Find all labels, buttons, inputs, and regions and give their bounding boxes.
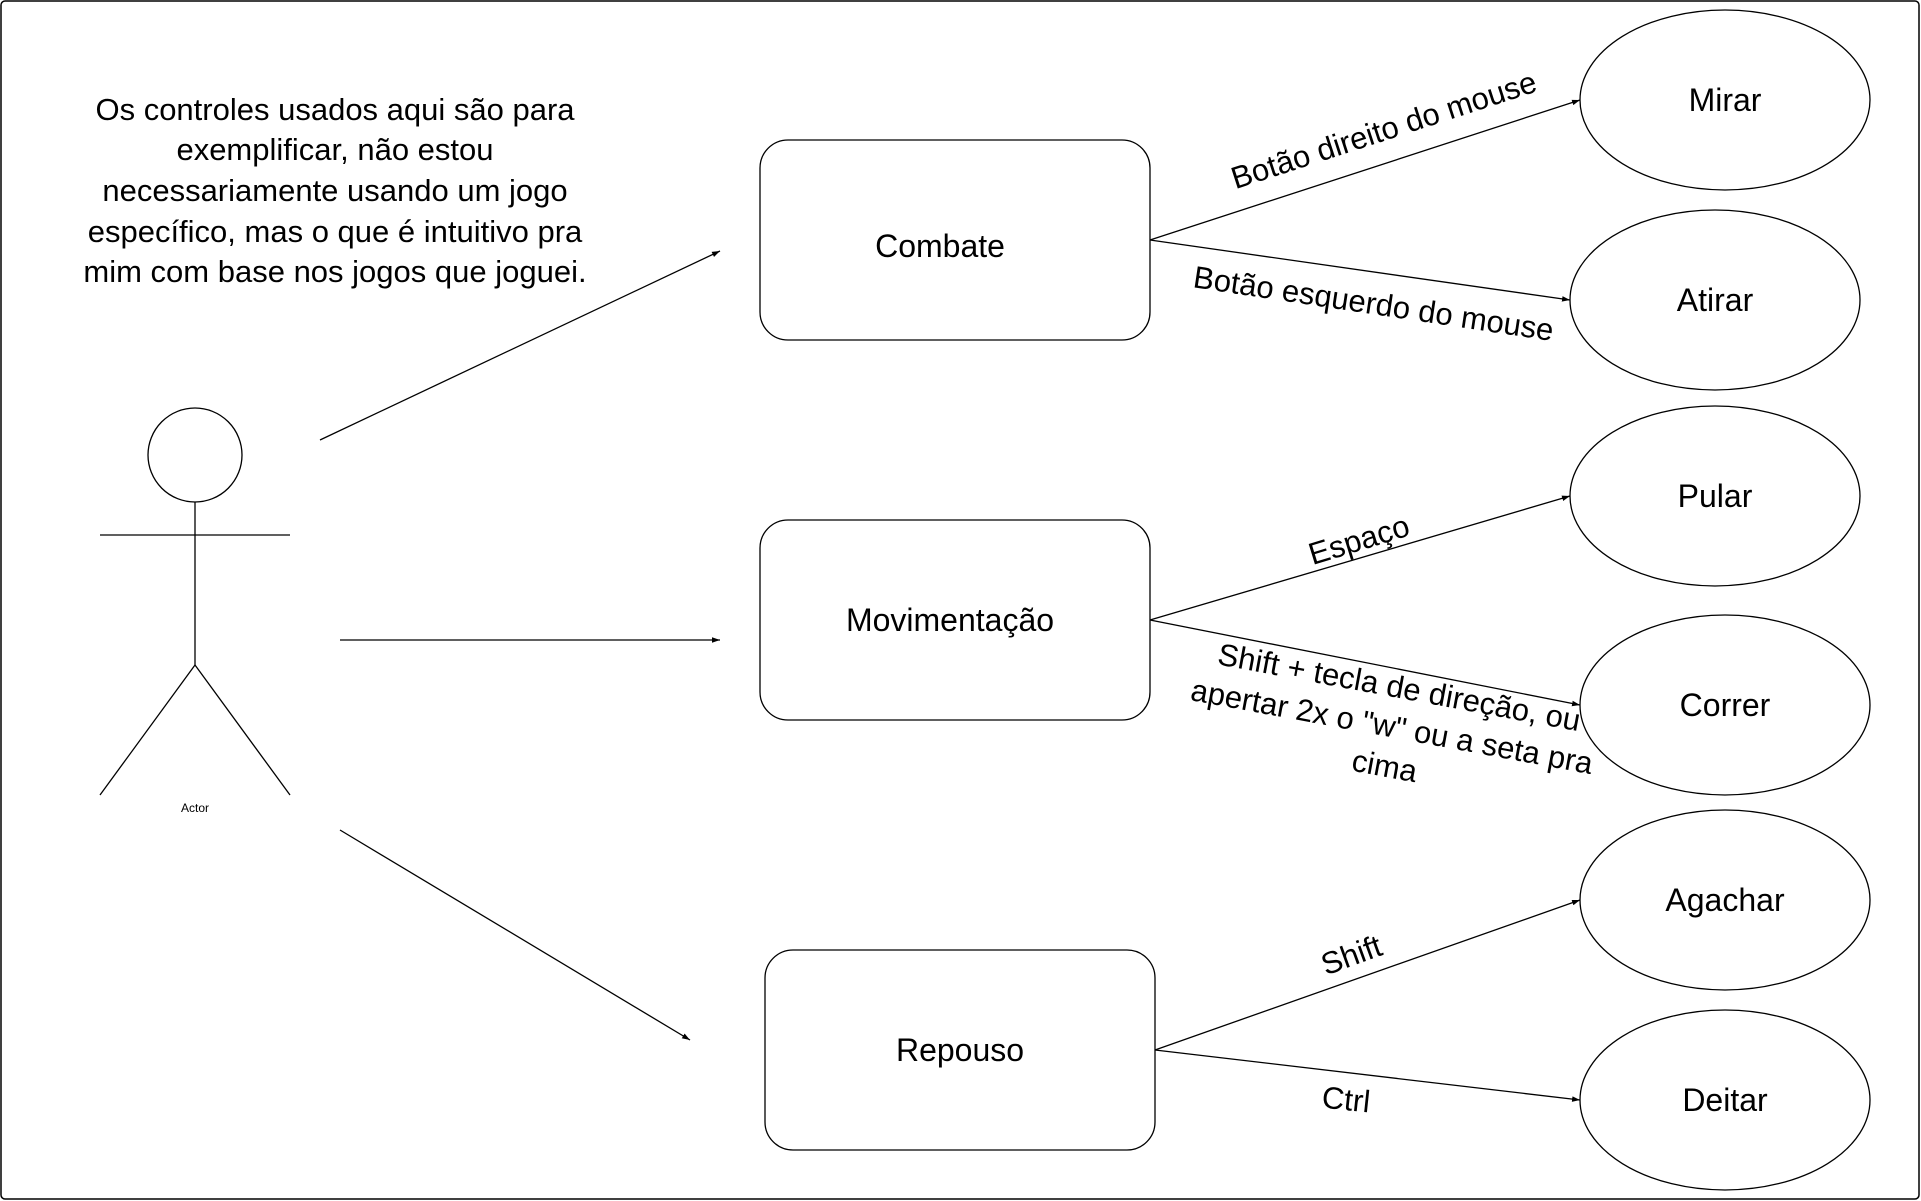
action-atirar[interactable]: Atirar (1569, 209, 1861, 391)
actor-label: Actor (181, 801, 209, 815)
action-pular-label: Pular (1678, 478, 1753, 514)
action-agachar[interactable]: Agachar (1579, 809, 1871, 991)
edge-label-correr-line: cima (1349, 743, 1420, 789)
note-line: mim com base nos jogos que joguei. (83, 254, 586, 289)
repouso-to-agachar-arrow (1154, 899, 1581, 1051)
actor-to-repouso-arrow (339, 829, 691, 1041)
action-atirar-ellipse (1569, 209, 1861, 391)
note-line: específico, mas o que é intuitivo pra (88, 214, 583, 249)
category-movimentacao[interactable]: Movimentação (759, 519, 1151, 721)
action-deitar-ellipse (1579, 1009, 1871, 1191)
edge-label-pular: Espaço (1304, 508, 1413, 572)
actor-right-leg (194, 664, 291, 796)
combate-to-mirar-arrow (1149, 99, 1581, 241)
edge-label-deitar: Ctrl (1320, 1080, 1372, 1120)
actor-to-combate-arrow (319, 250, 721, 441)
action-mirar-label: Mirar (1689, 82, 1762, 118)
action-pular-ellipse (1569, 405, 1861, 587)
edge-label-agachar: Shift (1316, 928, 1387, 982)
action-mirar[interactable]: Mirar (1579, 9, 1871, 191)
category-combate-label: Combate (875, 228, 1005, 264)
action-atirar-label: Atirar (1677, 282, 1754, 318)
note-line: exemplificar, não estou (176, 132, 493, 167)
repouso-to-deitar-arrow (1154, 1049, 1581, 1102)
explanatory-note: Os controles usados aqui são para exempl… (83, 92, 586, 289)
action-pular[interactable]: Pular (1569, 405, 1861, 587)
action-correr[interactable]: Correr (1579, 614, 1871, 796)
category-movimentacao-label: Movimentação (846, 602, 1054, 638)
actor[interactable]: Actor (99, 407, 291, 815)
category-combate[interactable]: Combate (759, 139, 1151, 341)
combate-to-atirar-arrow (1149, 239, 1571, 302)
movimentacao-to-correr-arrow (1149, 619, 1581, 707)
note-line: Os controles usados aqui são para (95, 92, 575, 127)
action-agachar-label: Agachar (1665, 882, 1785, 918)
category-repouso[interactable]: Repouso (764, 949, 1156, 1151)
action-correr-label: Correr (1680, 687, 1771, 723)
note-line: necessariamente usando um jogo (102, 173, 567, 208)
action-correr-ellipse (1579, 614, 1871, 796)
action-deitar[interactable]: Deitar (1579, 1009, 1871, 1191)
actor-left-leg (99, 664, 196, 796)
action-mirar-ellipse (1579, 9, 1871, 191)
action-deitar-label: Deitar (1682, 1082, 1768, 1118)
action-agachar-ellipse (1579, 809, 1871, 991)
actor-head (147, 407, 243, 503)
category-repouso-label: Repouso (896, 1032, 1024, 1068)
movimentacao-to-pular-arrow (1149, 495, 1571, 621)
edge-label-atirar: Botão esquerdo do mouse (1191, 259, 1556, 347)
edge-label-mirar: Botão direito do mouse (1227, 64, 1541, 196)
edge-label-correr: Shift + tecla de direção, ou apertar 2x … (1188, 637, 1596, 790)
